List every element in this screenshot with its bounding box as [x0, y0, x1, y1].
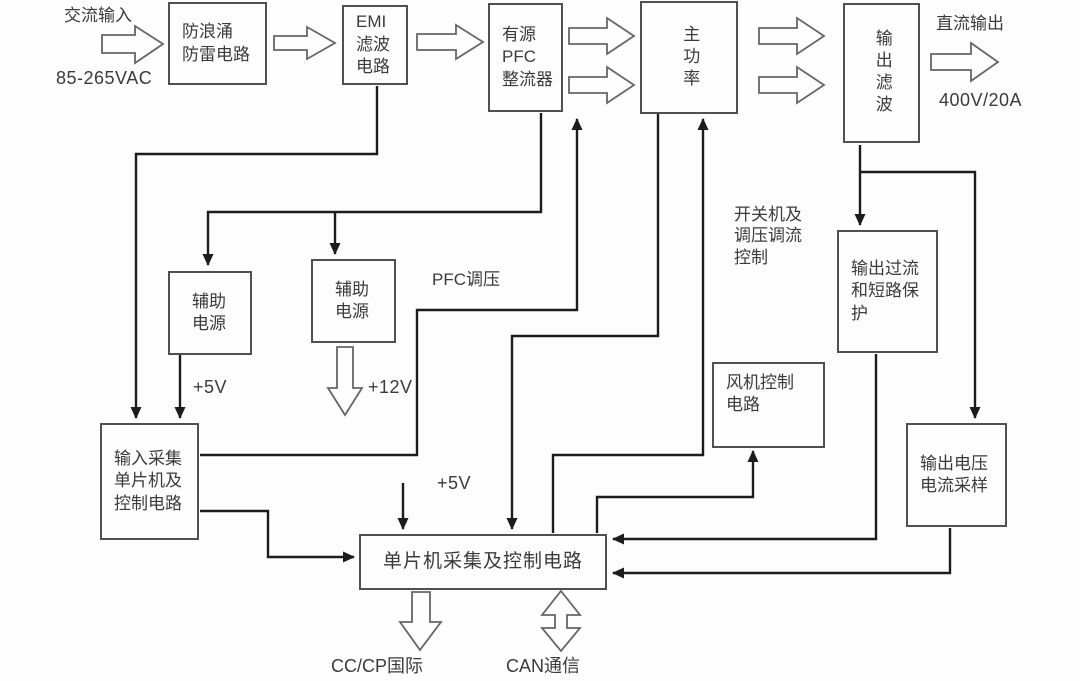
- wire-emi-to-input-mcu: [130, 86, 379, 419]
- block-input-mcu: 输入采集 单片机及 控制电路: [100, 423, 199, 540]
- label-ac-range: 85-265VAC: [56, 68, 153, 88]
- flow-arrow-filter-to-dc-output: [930, 41, 1000, 83]
- wire-ocp-to-mcu: [612, 354, 878, 545]
- block-fan-control: 风机控制 电路: [712, 362, 825, 448]
- block-output-sampling: 输出电压 电流采样: [906, 423, 1007, 527]
- flow-arrow-mcu-to-cc-cp: [398, 591, 443, 652]
- block-mcu-control: 单片机采集及控制电路: [359, 534, 607, 590]
- flow-arrow-aux2-12v: [326, 346, 364, 417]
- label-switch-control: 开关机及 调压调流 控制: [734, 205, 802, 267]
- label-dc-rating: 400V/20A: [939, 90, 1023, 110]
- label-dc-output: 直流输出: [936, 14, 1004, 33]
- block-aux-power-2: 辅助 电源: [311, 259, 396, 343]
- wire-pfc-regulation: [200, 118, 583, 457]
- wire-pfc-to-aux1: [202, 113, 543, 266]
- flow-arrow-surge-to-emi: [273, 25, 337, 61]
- block-surge-protection: 防浪涌 防雷电路: [168, 2, 267, 85]
- block-output-filter: 输出滤波: [843, 3, 920, 143]
- wire-switch-control-to-main-power: [551, 118, 709, 533]
- label-mcu-supply-5v: +5V: [437, 473, 472, 493]
- block-aux-power-2-label: 辅助 电源: [335, 279, 369, 321]
- block-emi-filter: EMI 滤波 电路: [342, 5, 408, 85]
- block-surge-protection-label: 防浪涌 防雷电路: [182, 22, 250, 64]
- flow-arrow-mcu-can-bidirectional: [540, 589, 582, 653]
- wire-filter-to-sampling: [860, 170, 981, 419]
- flow-arrow-main-to-filter-upper: [758, 16, 826, 56]
- block-output-sampling-label: 输出电压 电流采样: [920, 453, 988, 495]
- label-cc-cp: CC/CP国际: [331, 656, 424, 676]
- wire-main-power-to-mcu: [506, 114, 660, 530]
- flow-arrow-pfc-to-main-upper: [568, 16, 636, 56]
- block-input-mcu-label: 输入采集 单片机及 控制电路: [114, 448, 182, 513]
- wire-mcu-to-fan-control: [595, 450, 759, 533]
- block-main-power: 主功率: [640, 1, 738, 114]
- label-pfc-regulation: PFC调压: [432, 270, 500, 289]
- block-output-filter-label: 输出滤波: [872, 29, 892, 117]
- label-ac-input: 交流输入: [64, 6, 132, 25]
- flow-arrow-pfc-to-main-lower: [568, 65, 636, 105]
- block-overcurrent-protection: 输出过流 和短路保 护: [837, 230, 938, 353]
- block-mcu-control-label: 单片机采集及控制电路: [382, 551, 583, 573]
- label-aux2-output-12v: +12V: [368, 377, 413, 397]
- block-overcurrent-protection-label: 输出过流 和短路保 护: [851, 258, 919, 323]
- wire-sampling-to-mcu: [612, 528, 952, 579]
- block-main-power-label: 主功率: [680, 24, 700, 91]
- block-aux-power-1: 辅助 电源: [168, 271, 252, 355]
- wire-input-mcu-to-mcu: [200, 509, 355, 563]
- block-fan-control-label: 风机控制 电路: [726, 373, 794, 415]
- flow-arrow-ac-to-surge: [101, 24, 165, 65]
- block-active-pfc: 有源 PFC 整流器: [488, 3, 563, 112]
- block-emi-filter-label: EMI 滤波 电路: [356, 12, 390, 77]
- block-aux-power-1-label: 辅助 电源: [192, 291, 226, 333]
- label-can: CAN通信: [506, 656, 581, 676]
- flow-arrow-main-to-filter-lower: [758, 65, 826, 105]
- flow-arrow-emi-to-pfc: [416, 23, 485, 61]
- label-aux1-output-5v: +5V: [193, 377, 228, 397]
- block-active-pfc-label: 有源 PFC 整流器: [502, 24, 553, 89]
